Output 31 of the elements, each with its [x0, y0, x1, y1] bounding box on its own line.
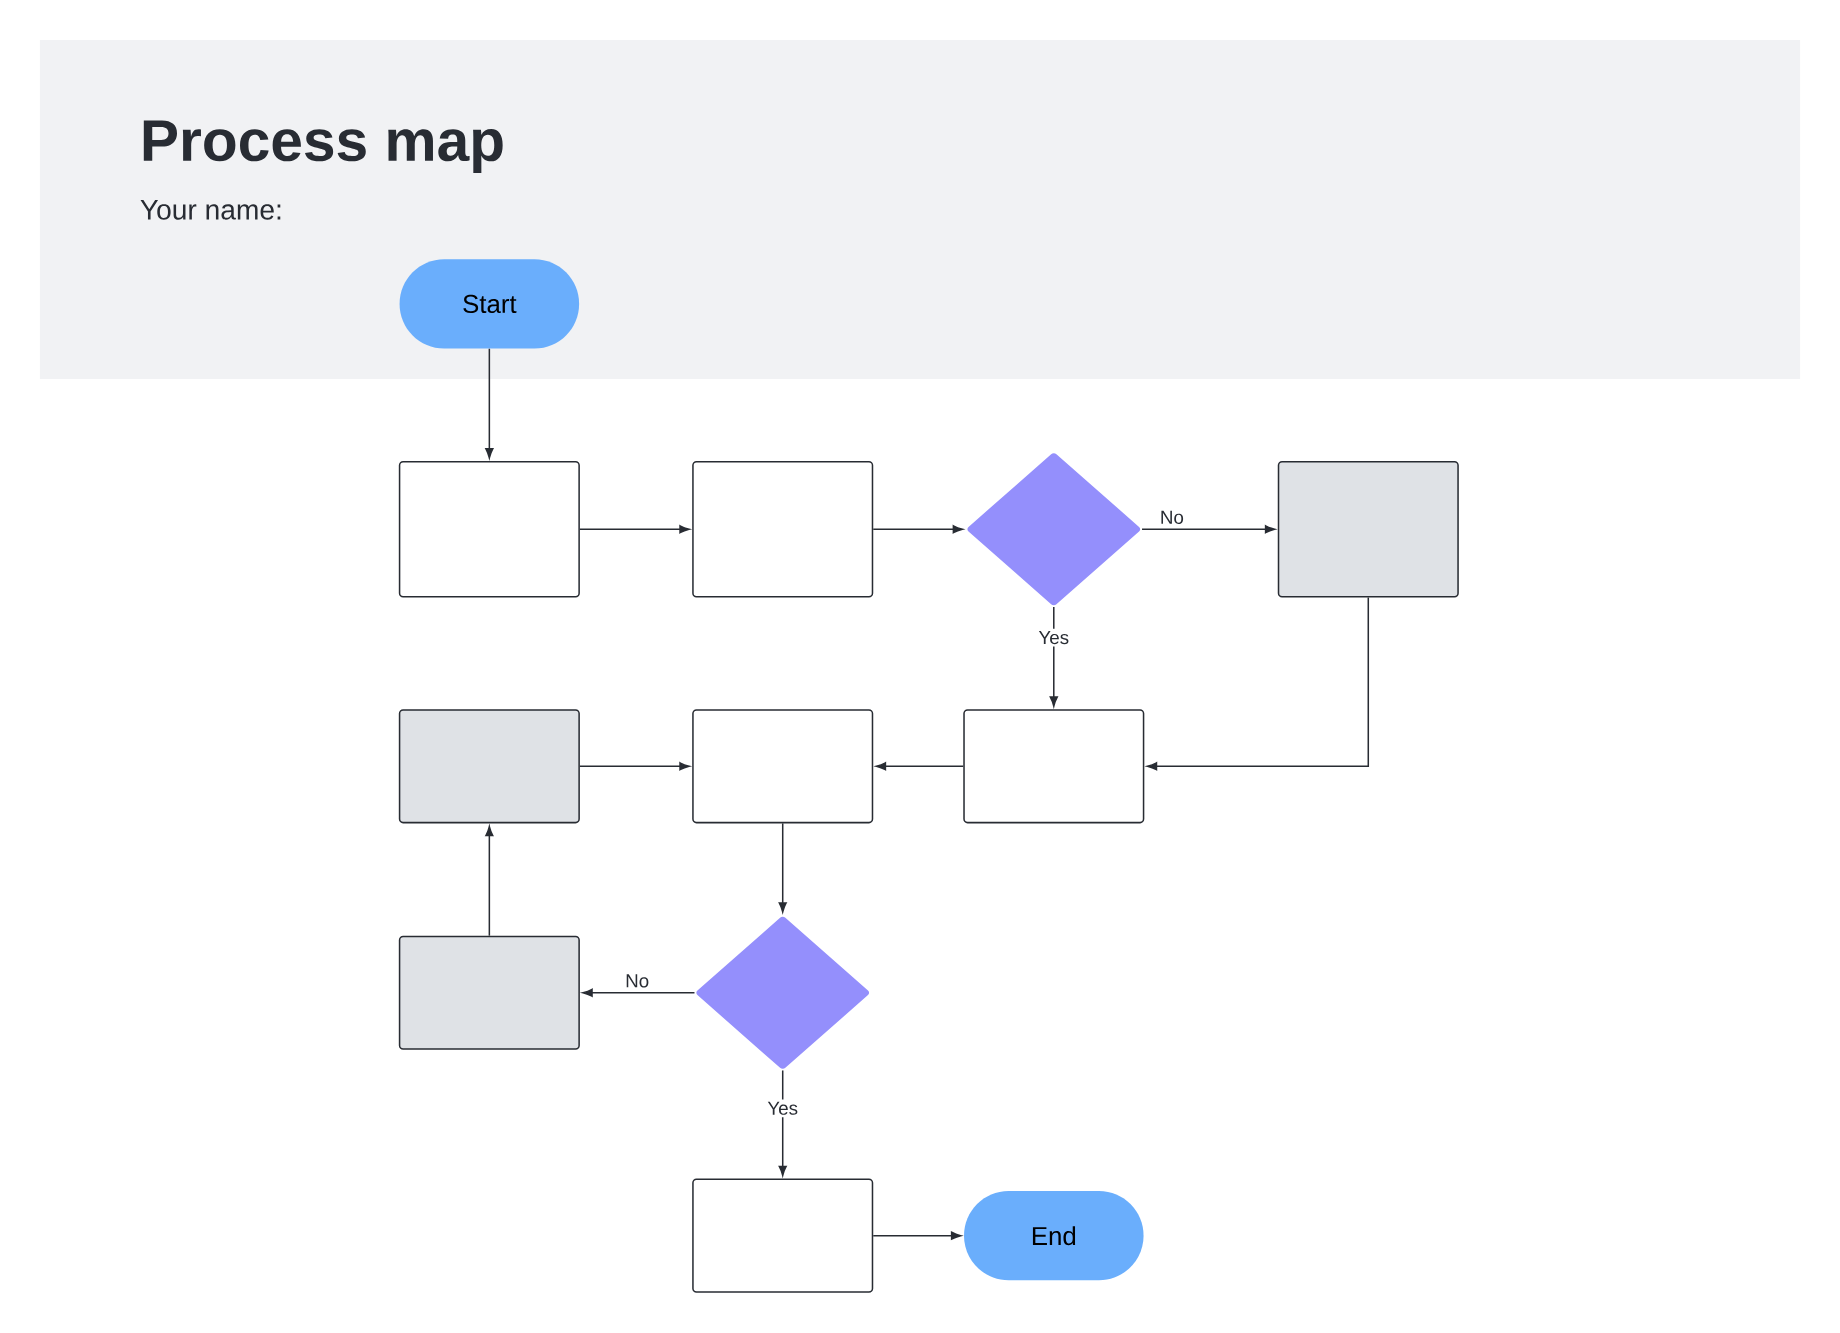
arrow: [872, 1231, 962, 1240]
arrow: [579, 762, 690, 771]
edge-label: Yes: [1036, 628, 1072, 647]
terminal-box: End: [964, 1191, 1144, 1281]
arrow: [1146, 596, 1370, 771]
edge-label: No: [626, 974, 649, 988]
arrow: [1141, 525, 1276, 534]
arrow: [485, 825, 494, 937]
arrow: [778, 822, 787, 913]
arrow: [582, 988, 696, 997]
arrow: [579, 525, 690, 534]
decision-diamond: [696, 916, 870, 1069]
process-box: [398, 460, 580, 598]
decision-diamond: [967, 453, 1141, 606]
process-box: [398, 935, 580, 1050]
arrow: [875, 762, 964, 771]
arrow: [1049, 606, 1058, 707]
process-box: [692, 1178, 874, 1293]
label: Your name:: [140, 200, 281, 220]
process-box: [1277, 460, 1459, 598]
arrow: [872, 525, 964, 534]
terminal-box: Start: [399, 259, 580, 349]
process-box: [963, 709, 1145, 824]
arrow: [485, 347, 494, 459]
arrow: [778, 1069, 787, 1177]
title: Process map: [143, 120, 503, 173]
process-box: [398, 709, 580, 824]
edge-label: No: [1161, 510, 1184, 524]
process-box: [692, 460, 874, 598]
edge-label: Yes: [765, 1099, 801, 1118]
process-box: [692, 709, 874, 824]
